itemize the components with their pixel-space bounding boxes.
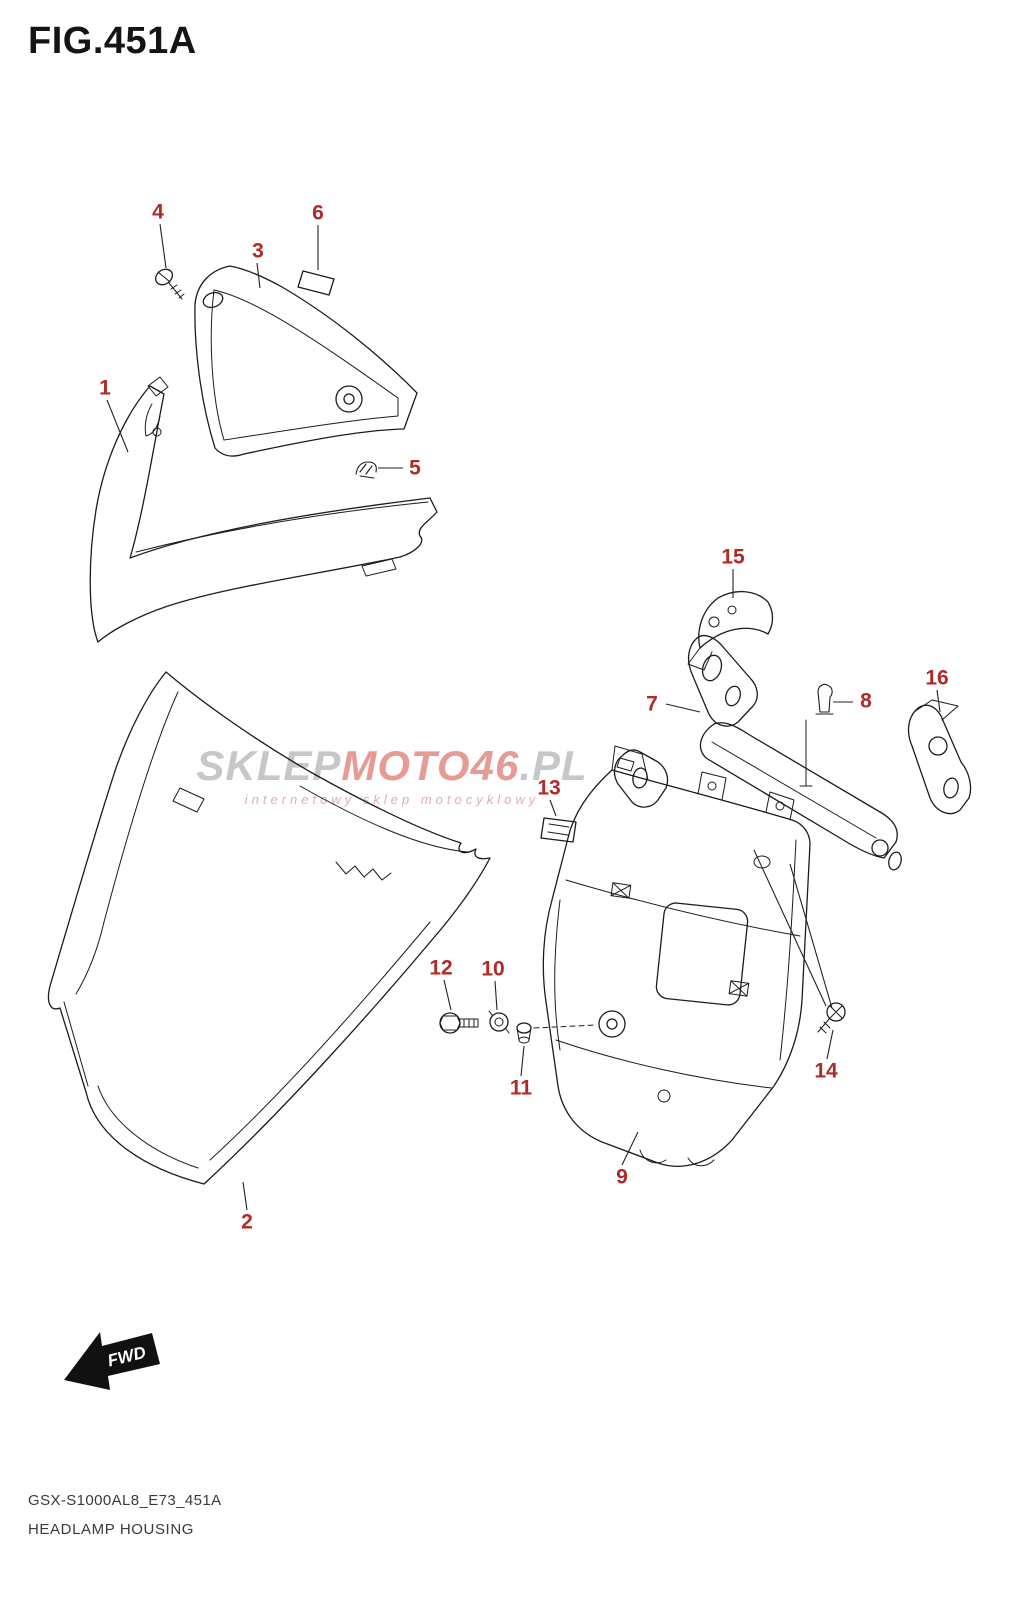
part-label-12: 12 [429, 956, 453, 980]
fwd-marker: FWD [64, 1332, 160, 1390]
fwd-arrow-icon [64, 1332, 160, 1390]
part-label-7: 7 [646, 692, 658, 716]
part-13-clip-nut-drawing [540, 817, 577, 843]
part-14-bolt-drawing [817, 1002, 846, 1034]
figure-code: GSX-S1000AL8_E73_451A [28, 1492, 222, 1509]
part-10-nut-drawing [488, 1010, 510, 1034]
part-8-pin-drawing [815, 683, 834, 715]
part-label-3: 3 [252, 239, 264, 263]
part-16-bracket-drawing [907, 699, 972, 815]
part-11-spacer-drawing [516, 1022, 597, 1044]
part-label-15: 15 [721, 545, 745, 569]
part-6-cushion-drawing [297, 270, 335, 296]
part-2-cowl-drawing [47, 671, 491, 1185]
figure-name: HEADLAMP HOUSING [28, 1521, 195, 1538]
part-5-clip-drawing [355, 461, 377, 479]
part-15-cap-drawing [687, 591, 774, 671]
part-label-5: 5 [409, 456, 421, 480]
part-1-panel-drawing [89, 376, 438, 643]
part-label-9: 9 [616, 1165, 628, 1189]
part-label-16: 16 [925, 666, 949, 690]
part-label-8: 8 [860, 689, 872, 713]
part-label-6: 6 [312, 201, 324, 225]
part-9-housing-drawing [542, 745, 811, 1167]
part-label-14: 14 [814, 1059, 838, 1083]
part-label-4: 4 [152, 200, 164, 224]
part-12-bolt-drawing [439, 1012, 479, 1034]
part-label-2: 2 [241, 1210, 253, 1234]
leader-lines [106, 223, 941, 1211]
part-label-11: 11 [509, 1076, 533, 1100]
part-3-meter-panel-drawing [194, 265, 418, 457]
part-4-screw-drawing [154, 268, 185, 300]
part-7-stay-drawing [613, 634, 902, 871]
part-label-13: 13 [537, 776, 561, 800]
part-label-10: 10 [481, 957, 505, 981]
part-label-1: 1 [99, 376, 111, 400]
figure-title: FIG.451A [28, 20, 197, 62]
